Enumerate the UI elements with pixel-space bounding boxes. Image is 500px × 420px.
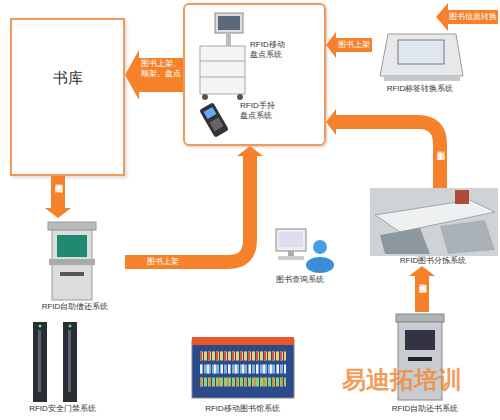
arrow-head	[326, 32, 336, 58]
arrow-label: 图书上架	[336, 40, 372, 50]
arrow-head	[326, 109, 336, 135]
person-head	[313, 240, 327, 254]
cart-shelf	[200, 77, 245, 78]
handheld-screen	[204, 107, 217, 119]
library-books	[200, 378, 286, 387]
arrow-head	[125, 50, 139, 100]
gate-pillar	[33, 322, 47, 402]
pc-monitor	[276, 229, 306, 251]
person-body	[306, 257, 334, 273]
sorter-book	[455, 190, 469, 204]
gate-stripe	[68, 330, 71, 392]
cart-pole	[226, 33, 231, 46]
kiosk-top	[48, 222, 96, 230]
node-label: RFID标签转换系统	[372, 84, 468, 94]
library-books	[200, 378, 286, 387]
node-label: RFID图书分拣系统	[368, 256, 498, 266]
cart-wheel	[237, 94, 243, 100]
sorter-bin	[440, 220, 495, 254]
cart-body	[200, 46, 245, 94]
node-label: RFID自助借还系统	[25, 302, 125, 312]
cart-screen	[218, 16, 240, 30]
cart-shelf	[200, 61, 245, 62]
kiosk-shelf	[49, 259, 95, 265]
library-top	[192, 337, 294, 345]
gate-light	[69, 325, 72, 328]
node-label: RFID移动盘点系统	[250, 40, 290, 60]
library-books	[200, 352, 286, 361]
node-label: RFID手持盘点系统	[240, 101, 280, 121]
system-node: RFID自助借还系统	[25, 218, 125, 313]
converter-screen	[398, 40, 444, 64]
kiosk-slot	[60, 272, 84, 276]
flow-arrow	[125, 50, 183, 100]
watermark: 易迪拓培训	[342, 366, 500, 394]
node-label: 图书查询系统	[262, 275, 337, 285]
system-node: RFID手持盘点系统	[195, 97, 295, 141]
flow-arrow	[326, 109, 440, 188]
cart-screen-frame	[215, 13, 243, 33]
converter-body	[380, 34, 463, 76]
system-node: 图书查询系统	[262, 225, 337, 287]
system-node: RFID图书分拣系统	[368, 188, 498, 266]
library-books	[200, 352, 286, 361]
system-node: RFID自助还书系统	[375, 312, 475, 418]
system-node: RFID标签转换系统	[372, 26, 468, 96]
info-arrow-head	[436, 3, 448, 31]
arrow-shaft	[415, 276, 429, 312]
handheld-body	[199, 102, 229, 138]
return-kiosk-slot	[408, 357, 432, 361]
gate-pillar	[63, 322, 77, 402]
pc-stand	[288, 251, 294, 256]
pc-screen	[279, 232, 303, 247]
sorter-photo	[370, 188, 498, 256]
arrow-shaft	[51, 176, 65, 208]
converter-base	[384, 76, 460, 81]
handheld-keys	[210, 118, 224, 132]
system-node: RFID安全门禁系统	[15, 318, 110, 418]
library-books	[200, 365, 286, 374]
arrow-head	[409, 266, 435, 276]
flow-arrow	[326, 32, 372, 58]
arrow-shaft	[125, 156, 250, 262]
arrow-label: 图书上架、顺架、盘点	[141, 59, 181, 79]
arrow-head	[45, 208, 71, 218]
flow-label: 图书信息转换	[448, 12, 498, 22]
arrow-shaft	[139, 58, 183, 92]
system-node: RFID移动盘点系统	[195, 10, 295, 100]
flow-arrow	[45, 176, 71, 218]
system-node: RFID移动图书馆系统	[185, 335, 300, 418]
system-group: RFID移动盘点系统 RFID手持盘点系统	[183, 3, 326, 146]
cart-wheel	[202, 94, 208, 100]
arrow-shaft	[336, 38, 372, 52]
info-arrow-shaft	[448, 10, 498, 24]
arrow-label: 图书上架	[140, 257, 186, 267]
arrow-head	[237, 146, 263, 156]
library-books	[200, 365, 286, 374]
pc-keyboard	[278, 256, 304, 260]
sorter-bin	[380, 228, 430, 254]
flow-arrow	[125, 146, 263, 262]
return-kiosk-screen	[405, 330, 435, 350]
flow-arrow	[409, 266, 435, 312]
handheld-device	[199, 102, 229, 138]
return-kiosk-top	[396, 314, 444, 322]
library-cabinet	[192, 340, 294, 398]
node-label: RFID自助还书系统	[375, 404, 475, 414]
arrow-shaft	[336, 122, 440, 188]
kiosk-screen	[57, 235, 87, 257]
node-label: RFID移动图书馆系统	[185, 404, 300, 414]
gate-stripe	[38, 330, 41, 392]
node-label: RFID安全门禁系统	[15, 404, 110, 414]
node-label: 书库	[12, 68, 123, 87]
storage-box: 书库	[10, 18, 125, 176]
gate-light	[39, 325, 42, 328]
